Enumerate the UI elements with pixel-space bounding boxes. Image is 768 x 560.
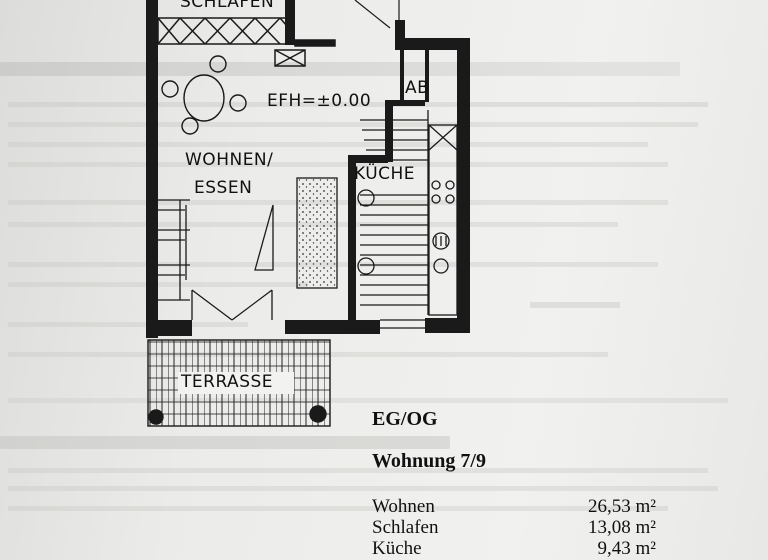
schlafen-window <box>157 0 400 67</box>
room-label-kueche: KÜCHE <box>354 164 416 184</box>
floor-heading: EG/OG <box>372 408 438 430</box>
area-label-wohnen: Wohnen <box>372 496 435 517</box>
area-label-schlafen: Schlafen <box>372 517 439 538</box>
left-windows <box>158 199 425 329</box>
floor-level-label: EFH=±0.00 <box>267 91 372 111</box>
dining-table <box>161 55 247 135</box>
area-label-kueche: Küche <box>372 538 422 559</box>
area-value-schlafen: 13,08 m² <box>588 517 656 538</box>
stairs <box>296 110 429 315</box>
unit-heading: Wohnung 7/9 <box>372 450 486 472</box>
area-value-kueche: 9,43 m² <box>597 538 656 559</box>
room-label-wohnen: WOHNEN/ <box>185 150 274 170</box>
room-label-ab: AB <box>405 78 430 98</box>
room-label-schlafen: SCHLAFEN <box>180 0 275 12</box>
kitchen-counter <box>428 124 458 316</box>
room-label-terrasse: TERRASSE <box>179 372 276 392</box>
area-value-wohnen: 26,53 m² <box>588 496 656 517</box>
walls <box>146 0 470 338</box>
room-label-essen: ESSEN <box>194 178 253 198</box>
